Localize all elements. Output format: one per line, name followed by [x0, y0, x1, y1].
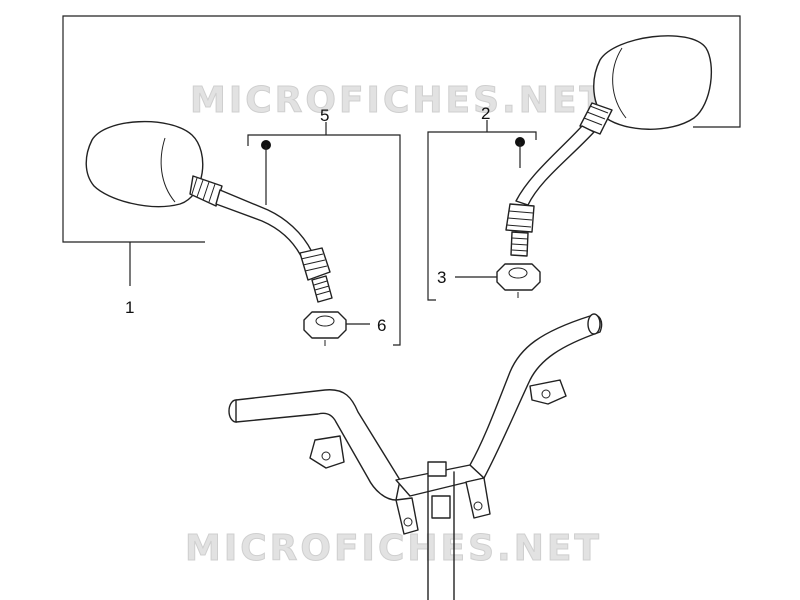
assembly-frame	[62, 15, 741, 243]
right-mirror	[505, 35, 712, 257]
left-mirror	[85, 120, 333, 303]
bracket-2	[427, 131, 537, 301]
bracket-5	[247, 134, 401, 346]
callout-3: 3	[437, 268, 446, 287]
nut-3	[496, 263, 541, 298]
watermark-top: MICROFICHES.NET	[190, 80, 607, 121]
callout-2: 2	[481, 104, 490, 123]
callout-1: 1	[125, 298, 134, 317]
watermark-bottom: MICROFICHES.NET	[185, 528, 602, 569]
handlebar	[228, 313, 603, 600]
callout-5: 5	[320, 106, 329, 125]
callout-6: 6	[377, 316, 386, 335]
nut-6	[303, 311, 347, 346]
